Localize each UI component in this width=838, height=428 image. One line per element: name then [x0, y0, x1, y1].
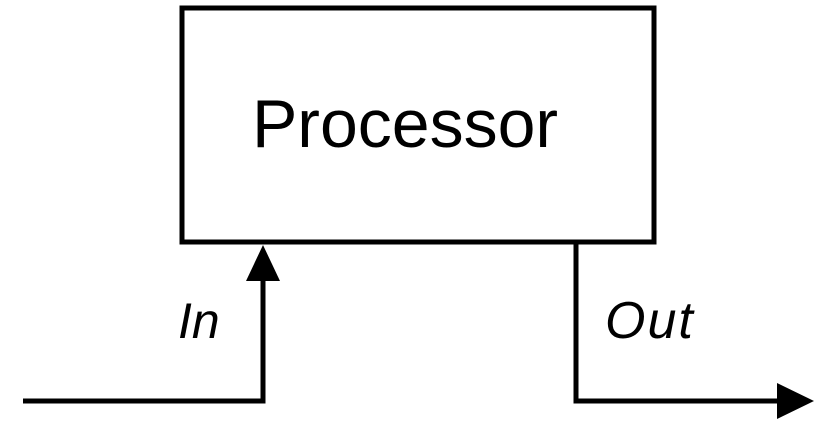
output-label: Out	[605, 292, 695, 350]
input-label: In	[178, 293, 220, 349]
input-arrowhead-icon	[246, 245, 280, 281]
input-flow-line	[23, 278, 266, 404]
output-flow-line	[573, 243, 778, 404]
processor-box	[179, 5, 657, 245]
processor-label: Processor	[252, 86, 558, 162]
output-arrowhead-icon	[777, 383, 814, 419]
